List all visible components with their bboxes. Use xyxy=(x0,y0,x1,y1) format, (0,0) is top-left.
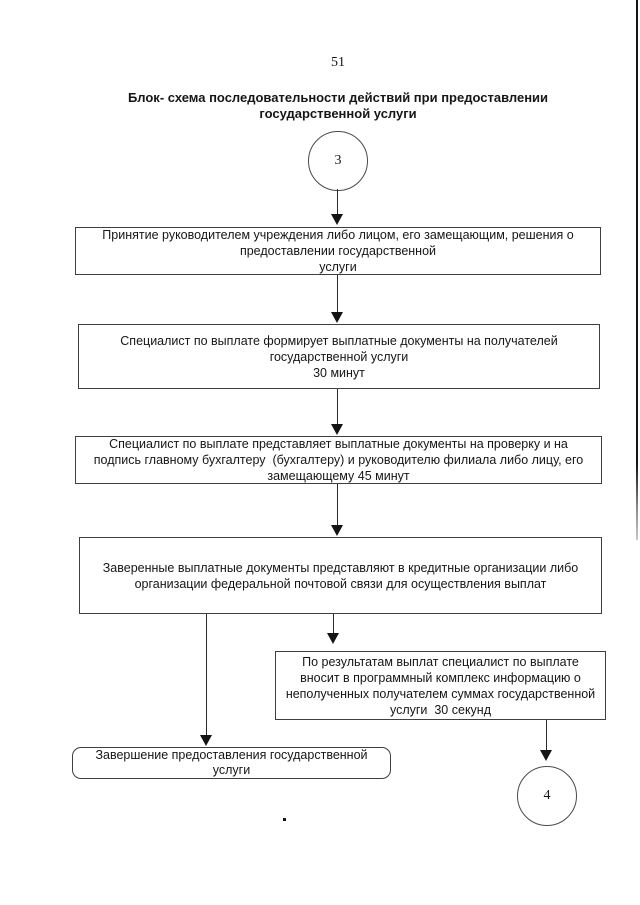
connector-line-2 xyxy=(337,275,338,314)
connector-line-3 xyxy=(337,389,338,426)
arrow-head-6 xyxy=(540,750,552,761)
arrow-head-4 xyxy=(331,525,343,536)
flow-box-record-unpaid-amounts-text: По результатам выплат специалист по выпл… xyxy=(285,654,596,717)
flow-box-record-unpaid-amounts: По результатам выплат специалист по выпл… xyxy=(275,651,606,720)
flow-box-form-payment-documents: Специалист по выплате формирует выплатны… xyxy=(78,324,600,389)
connector-circle-3-label: 3 xyxy=(334,153,342,168)
flow-box-decision-approval-text: Принятие руководителем учреждения либо л… xyxy=(102,228,574,274)
connector-line-6 xyxy=(546,720,547,752)
arrow-head-3 xyxy=(331,424,343,435)
flow-box-decision-approval: Принятие руководителем учреждения либо л… xyxy=(75,227,601,275)
connector-circle-3: 3 xyxy=(308,131,368,191)
connector-circle-4-label: 4 xyxy=(543,788,551,803)
flow-box-verify-sign-documents-text: Специалист по выплате представляет выпла… xyxy=(93,437,584,483)
connector-circle-4: 4 xyxy=(517,766,577,826)
flow-box-service-completion: Завершение предоставления государственно… xyxy=(72,747,391,779)
flow-box-submit-to-credit-orgs: Заверенные выплатные документы представл… xyxy=(79,537,602,614)
connector-line-5-left xyxy=(206,614,207,737)
arrow-head-2 xyxy=(331,312,343,323)
connector-line-1 xyxy=(337,189,338,215)
connector-line-5-mid xyxy=(333,614,334,635)
flow-box-verify-sign-documents: Специалист по выплате представляет выпла… xyxy=(75,436,602,484)
arrow-head-1 xyxy=(331,214,343,225)
flow-box-submit-to-credit-orgs-text: Заверенные выплатные документы представл… xyxy=(102,560,579,591)
flowchart-title: Блок- схема последовательности действий … xyxy=(127,90,549,121)
arrow-head-5-left xyxy=(200,735,212,746)
flow-box-service-completion-text: Завершение предоставления государственно… xyxy=(95,748,368,777)
scan-edge-artifact xyxy=(636,0,638,540)
flow-box-form-payment-documents-text: Специалист по выплате формирует выплатны… xyxy=(120,333,558,380)
page-number: 51 xyxy=(331,55,345,70)
arrow-head-5-mid xyxy=(327,633,339,644)
stray-period-mark xyxy=(283,818,286,821)
connector-line-4 xyxy=(337,484,338,527)
